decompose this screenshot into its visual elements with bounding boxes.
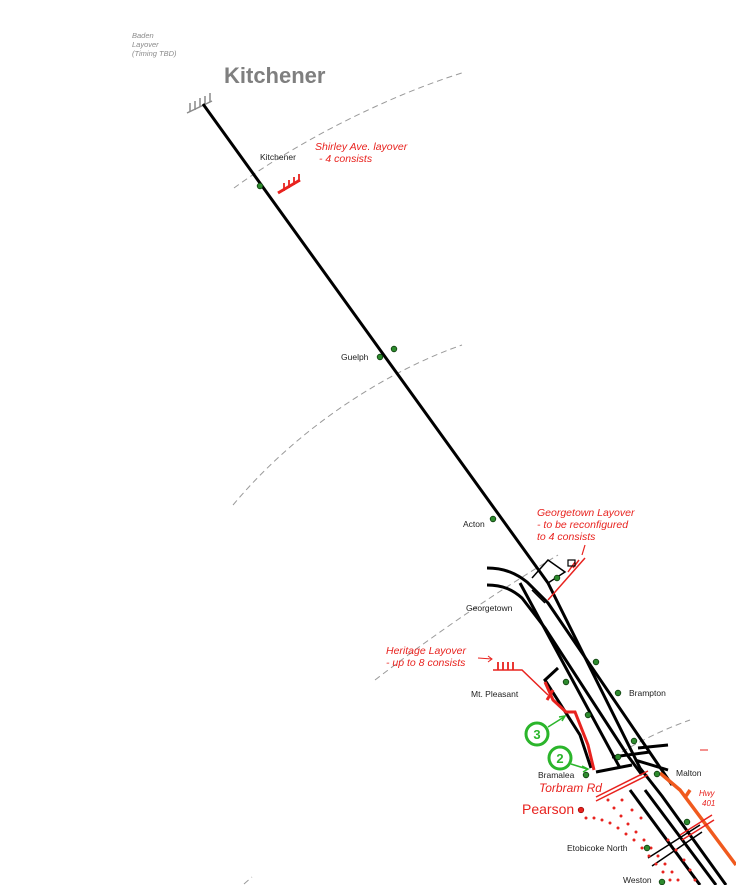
zone-boundary-kitchener xyxy=(233,71,466,189)
station-label-etobicoke-north: Etobicoke North xyxy=(567,843,628,853)
shirley-note-line1: Shirley Ave. layover xyxy=(315,141,408,153)
hwy-label-line1: Hwy xyxy=(699,789,716,798)
station-label-kitchener: Kitchener xyxy=(260,152,296,162)
airport-link-track xyxy=(658,771,736,867)
hwy-label-line2: 401 xyxy=(702,799,715,808)
station-dot-etobicoke-north xyxy=(643,844,651,852)
baden-note-line2: Layover xyxy=(132,40,159,49)
georgetown-note-line1: Georgetown Layover xyxy=(537,507,635,519)
marker-3-label: 3 xyxy=(533,727,540,742)
marker-2-label: 2 xyxy=(556,751,563,766)
station-label-georgetown: Georgetown xyxy=(466,603,513,613)
station-label-guelph: Guelph xyxy=(341,352,369,362)
station-dot-malton xyxy=(653,770,661,778)
layover-annotations: Shirley Ave. layover - 4 consists George… xyxy=(315,141,635,669)
zone-boundaries xyxy=(232,71,691,885)
shirley-note-line2: - 4 consists xyxy=(319,153,373,165)
heritage-note-line1: Heritage Layover xyxy=(386,645,466,657)
station-label-malton: Malton xyxy=(676,768,702,778)
proposed-work xyxy=(277,174,736,882)
station-label-bramalea: Bramalea xyxy=(538,770,575,780)
main-track xyxy=(201,103,728,885)
proposed-track-mt-pleasant xyxy=(543,681,596,771)
station-dot-east-brampton xyxy=(630,737,638,745)
numbered-markers: 3 2 xyxy=(524,714,590,773)
third-track xyxy=(486,566,674,786)
station-dot-acton xyxy=(489,515,497,523)
zone-boundary-guelph xyxy=(232,344,463,506)
station-dot-brampton xyxy=(614,689,622,697)
baden-note-line1: Baden xyxy=(132,31,154,40)
marker-2-circle xyxy=(547,745,573,771)
station-dot-mt-pleasant xyxy=(562,678,570,686)
station-dot-weston xyxy=(658,878,666,885)
baden-note-line3: (Timing TBD) xyxy=(132,49,177,58)
baden-layover: Baden Layover (Timing TBD) xyxy=(132,31,213,114)
station-dot-guelph-b xyxy=(376,353,384,361)
georgetown-note-line3: to 4 consists xyxy=(537,531,596,543)
kitchener-line xyxy=(201,103,728,885)
station-dot-georgetown xyxy=(553,574,561,582)
station-dot-guelph-a xyxy=(390,345,398,353)
stations: Kitchener Guelph Acton Georgetown Mt. Pl… xyxy=(256,152,702,885)
station-dot-east-georgetown xyxy=(592,658,600,666)
red-labels: Torbram Rd Pearson Hwy 401 xyxy=(522,781,716,817)
station-dot-kitchener xyxy=(256,182,264,190)
second-track xyxy=(518,582,622,769)
pearson-station-dot xyxy=(577,806,585,814)
station-label-mt-pleasant: Mt. Pleasant xyxy=(471,689,519,699)
georgetown-note-line2: - to be reconfigured xyxy=(537,519,629,531)
station-dot-bramalea-west xyxy=(614,753,622,761)
zone-boundary-bottom xyxy=(243,876,253,885)
station-label-weston: Weston xyxy=(623,875,652,885)
station-dot-etobicoke-north-east xyxy=(683,818,691,826)
torbram-label: Torbram Rd xyxy=(539,781,602,795)
fourth-track xyxy=(486,583,644,776)
heritage-note-line2: - up to 8 consists xyxy=(386,657,466,669)
pearson-label: Pearson xyxy=(522,801,574,817)
station-dot-heritage xyxy=(584,711,592,719)
station-label-brampton: Brampton xyxy=(629,688,666,698)
map-title: Kitchener xyxy=(224,63,326,88)
station-dot-bramalea xyxy=(582,771,590,779)
station-label-acton: Acton xyxy=(463,519,485,529)
marker-3-circle xyxy=(524,721,550,747)
